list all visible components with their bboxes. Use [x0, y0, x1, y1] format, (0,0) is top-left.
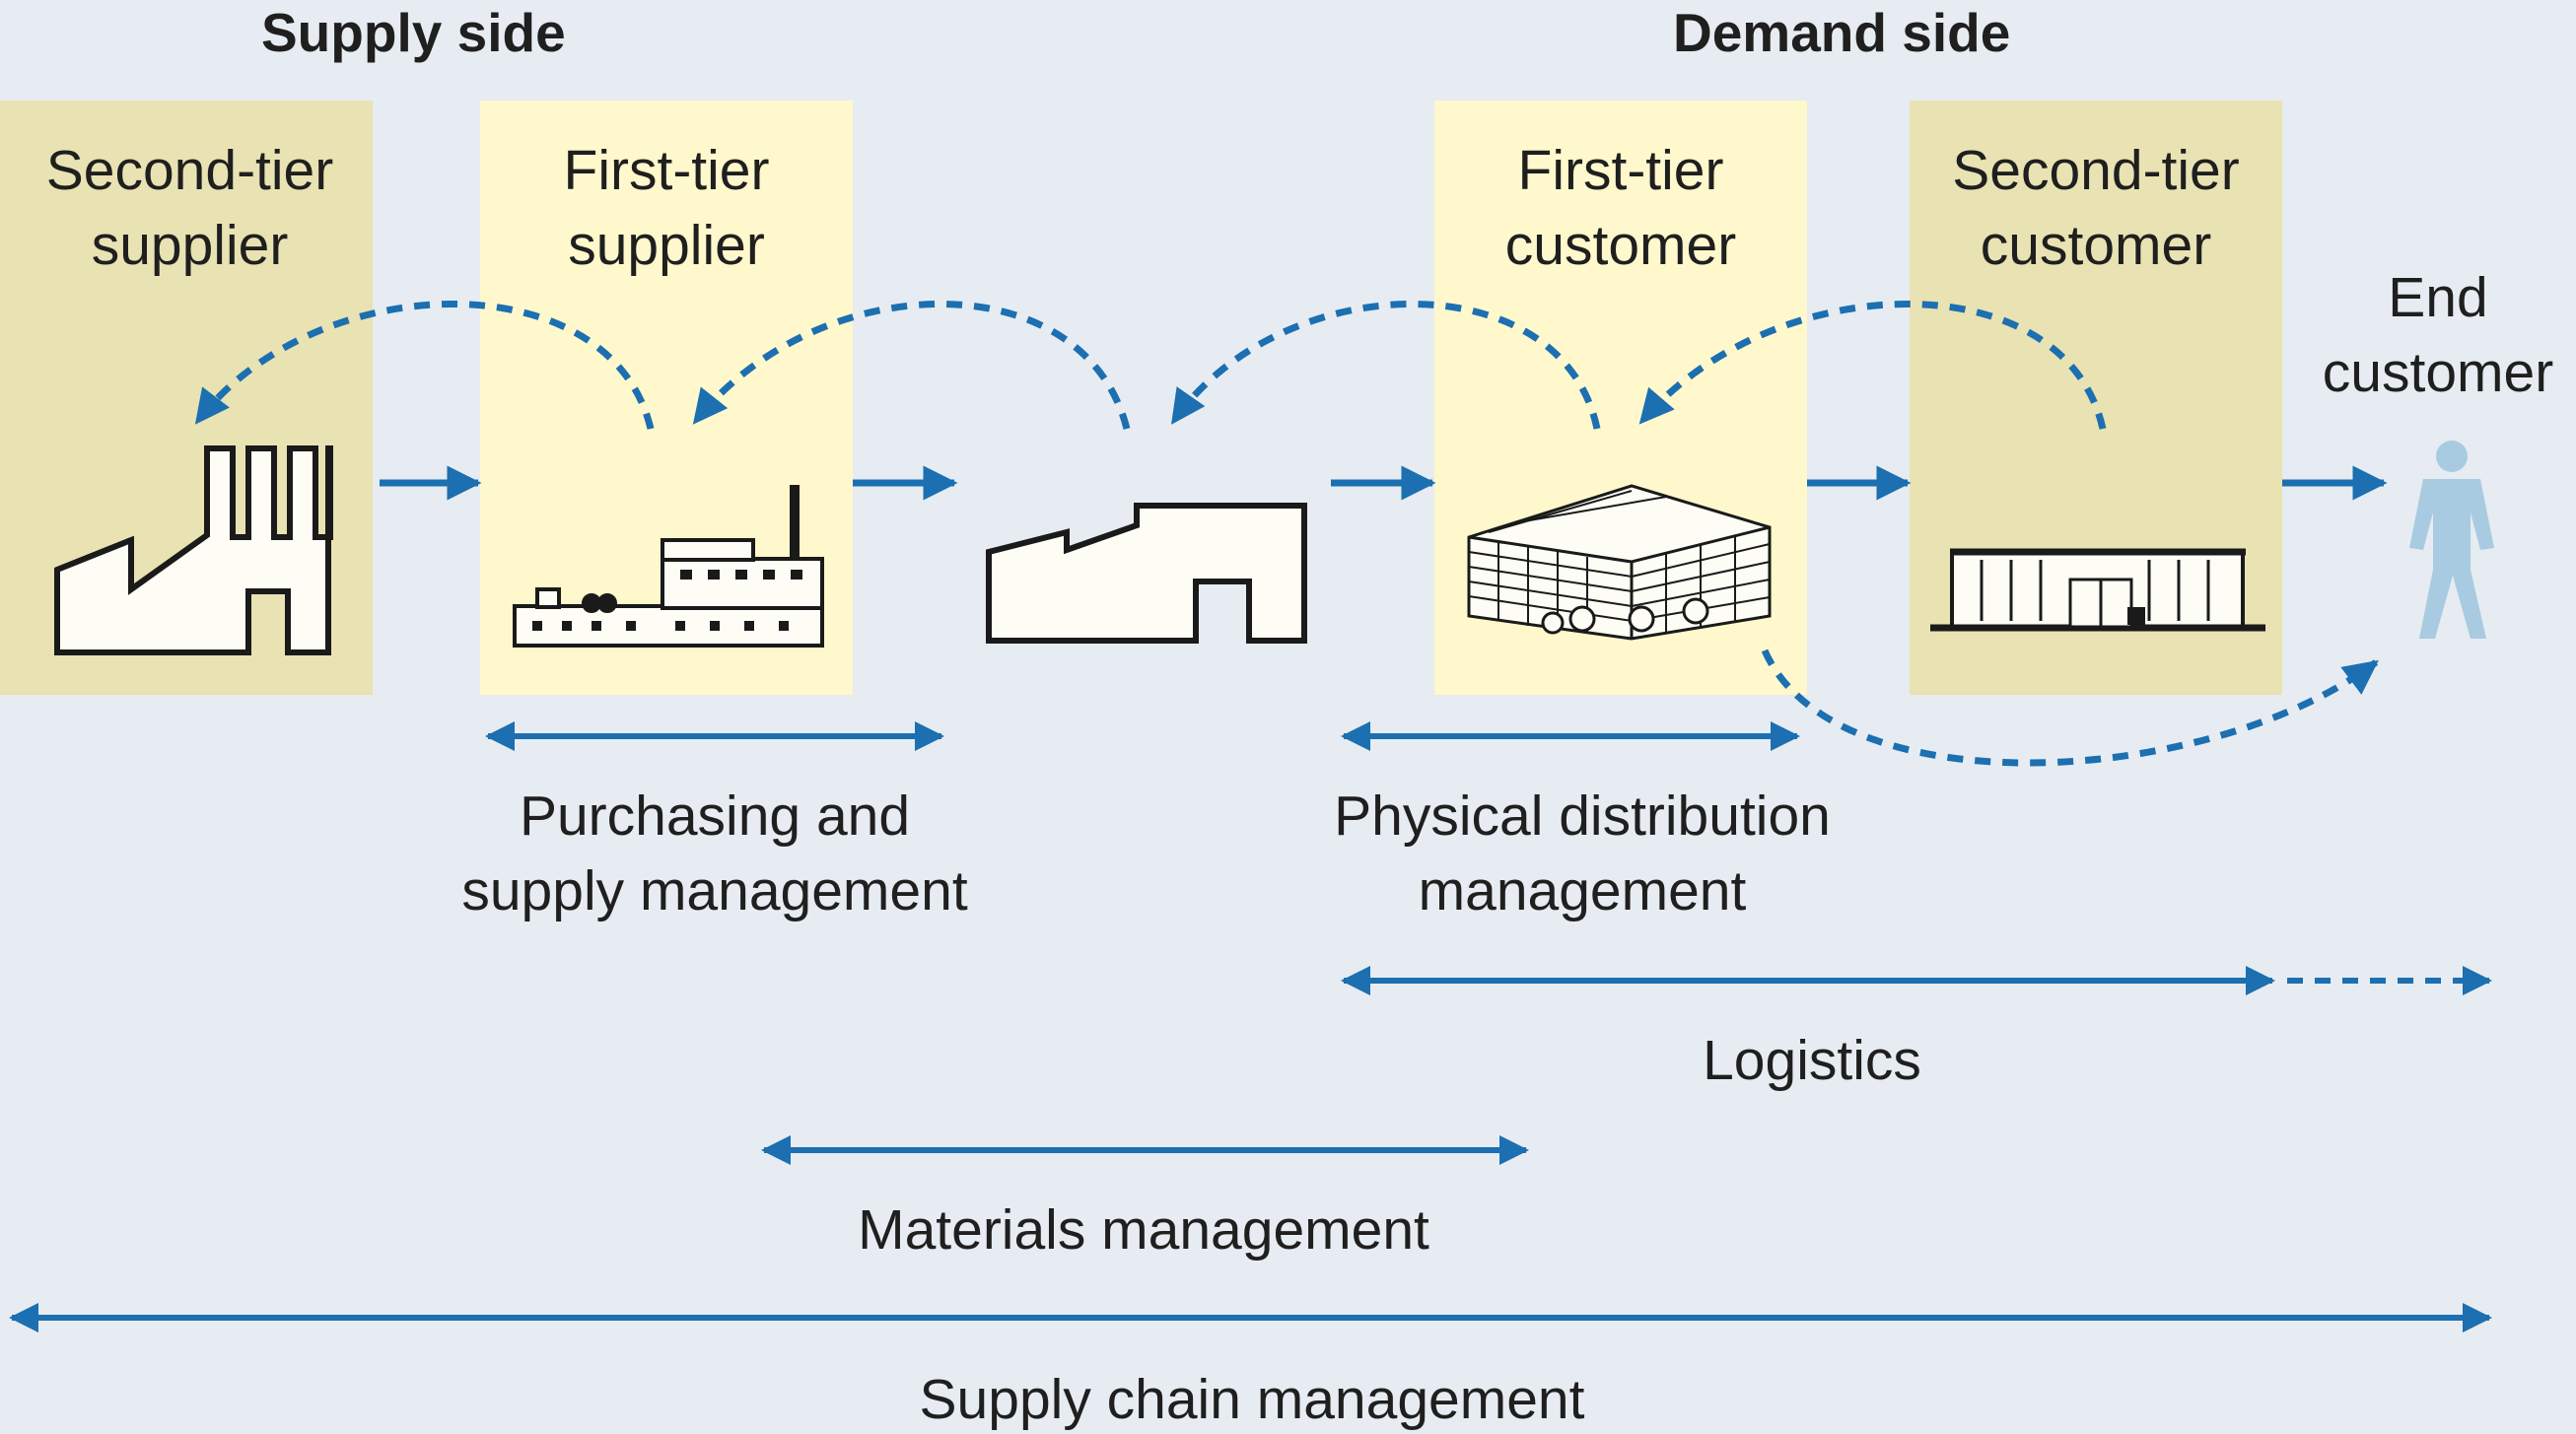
materials-management-label: Materials management	[858, 1198, 1429, 1262]
first-tier-customer-label: First-tier customer	[1504, 139, 1737, 277]
info-flow-curve-1	[194, 301, 655, 430]
physical-distribution-management-label: Physical distribution management	[1334, 785, 1831, 922]
information-flow-arrows	[194, 301, 2379, 767]
person-icon	[2409, 441, 2494, 639]
industrial-plant-icon	[513, 485, 824, 648]
range-arrows	[8, 721, 2492, 1332]
shop-building-icon	[1930, 548, 2265, 632]
info-flow-curve-4	[1638, 301, 2107, 430]
second-tier-customer-label: Second-tier customer	[1952, 139, 2240, 277]
factory-chimneys-icon	[54, 445, 333, 655]
info-flow-curve-3	[1170, 301, 1601, 430]
office-building-icon	[1467, 484, 1772, 641]
first-tier-supplier-label: First-tier supplier	[563, 139, 770, 277]
supply-chain-management-label: Supply chain management	[919, 1368, 1585, 1431]
purchasing-supply-management-label: Purchasing and supply management	[461, 785, 968, 922]
info-flow-curve-5	[1761, 649, 2379, 767]
sawtooth-factory-icon	[986, 503, 1307, 644]
supply-side-heading: Supply side	[261, 2, 566, 63]
demand-side-heading: Demand side	[1673, 2, 2011, 63]
second-tier-supplier-label: Second-tier supplier	[45, 139, 334, 277]
end-customer-label: End customer	[2322, 266, 2554, 404]
logistics-label: Logistics	[1703, 1029, 1921, 1092]
info-flow-curve-2	[692, 301, 1131, 430]
